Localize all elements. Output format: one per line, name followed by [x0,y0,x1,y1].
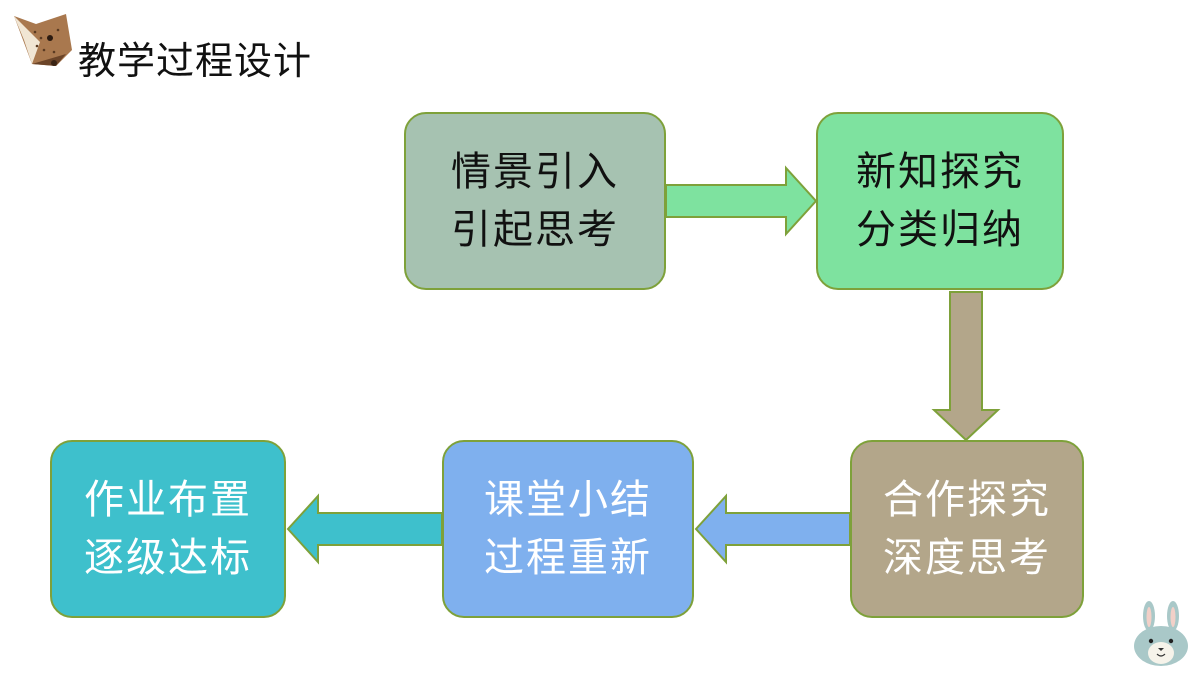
step-1-line-2: 引起思考 [451,207,619,253]
arrow-right-1 [665,165,818,237]
page-header: 教学过程设计 [10,10,430,83]
step-1-box: 情景引入 引起思考 [404,112,666,290]
step-2-line-2: 分类归纳 [856,207,1024,253]
arrow-left-2 [286,493,443,565]
step-2-box: 新知探究 分类归纳 [816,112,1064,290]
step-5-line-2: 逐级达标 [84,535,252,581]
step-4-box: 课堂小结 过程重新 [442,440,694,618]
fox-head-icon [14,14,72,66]
step-5-box: 作业布置 逐级达标 [50,440,286,618]
step-5-line-1: 作业布置 [84,477,252,523]
arrow-down [931,291,1001,442]
step-4-line-2: 过程重新 [484,535,652,581]
step-4-line-1: 课堂小结 [484,477,652,523]
step-1-line-1: 情景引入 [451,149,619,195]
page-title: 教学过程设计 [78,39,313,83]
bunny-head-icon [1134,601,1188,666]
arrow-left-1 [694,493,851,565]
step-3-line-1: 合作探究 [883,477,1051,523]
step-2-line-1: 新知探究 [856,149,1024,195]
step-3-box: 合作探究 深度思考 [850,440,1084,618]
step-3-line-2: 深度思考 [883,535,1051,581]
